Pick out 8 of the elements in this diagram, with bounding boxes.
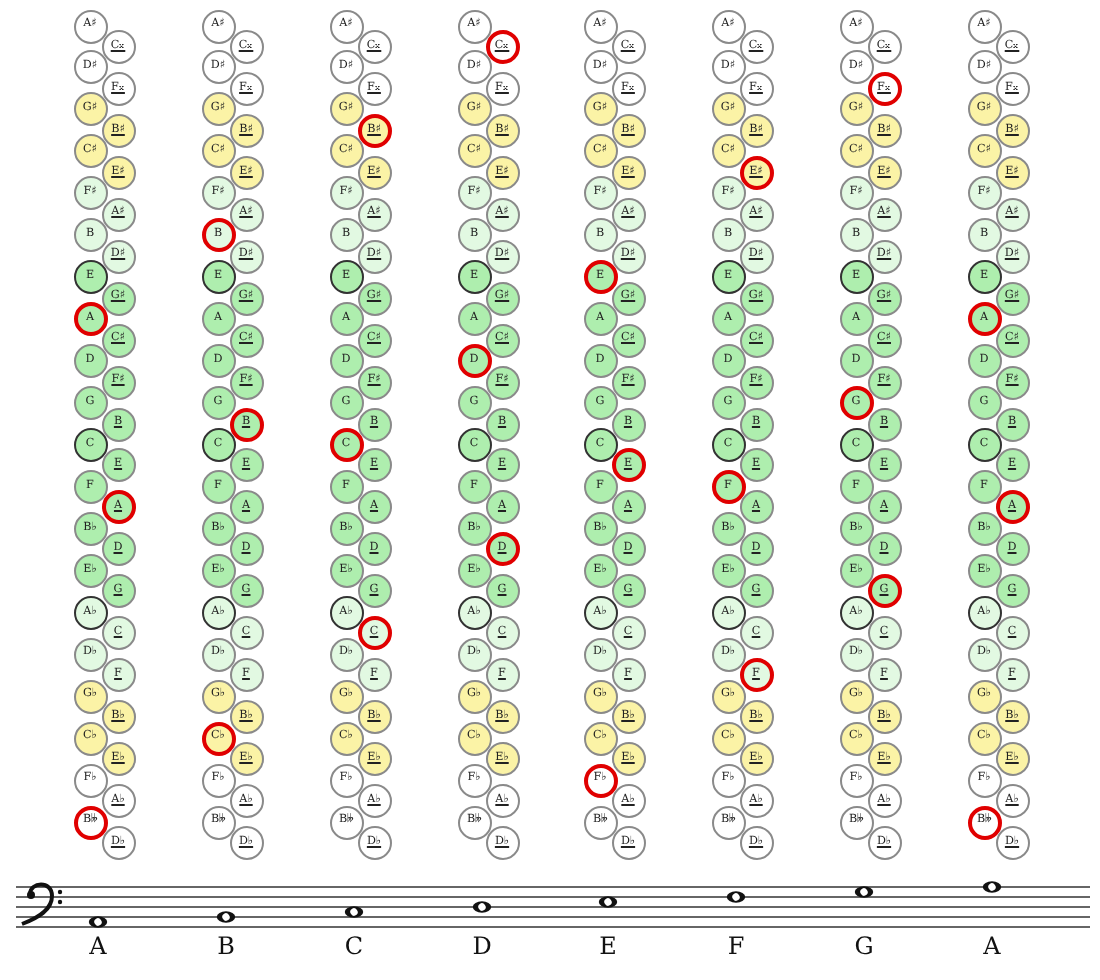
note-name: A bbox=[87, 932, 109, 960]
note-name: G bbox=[852, 932, 876, 960]
note-name: F bbox=[725, 932, 747, 960]
note-name: C bbox=[342, 932, 366, 960]
note-name: E bbox=[597, 932, 619, 960]
note-name: D bbox=[470, 932, 494, 960]
note-name: B bbox=[215, 932, 237, 960]
note-name: A bbox=[981, 932, 1003, 960]
